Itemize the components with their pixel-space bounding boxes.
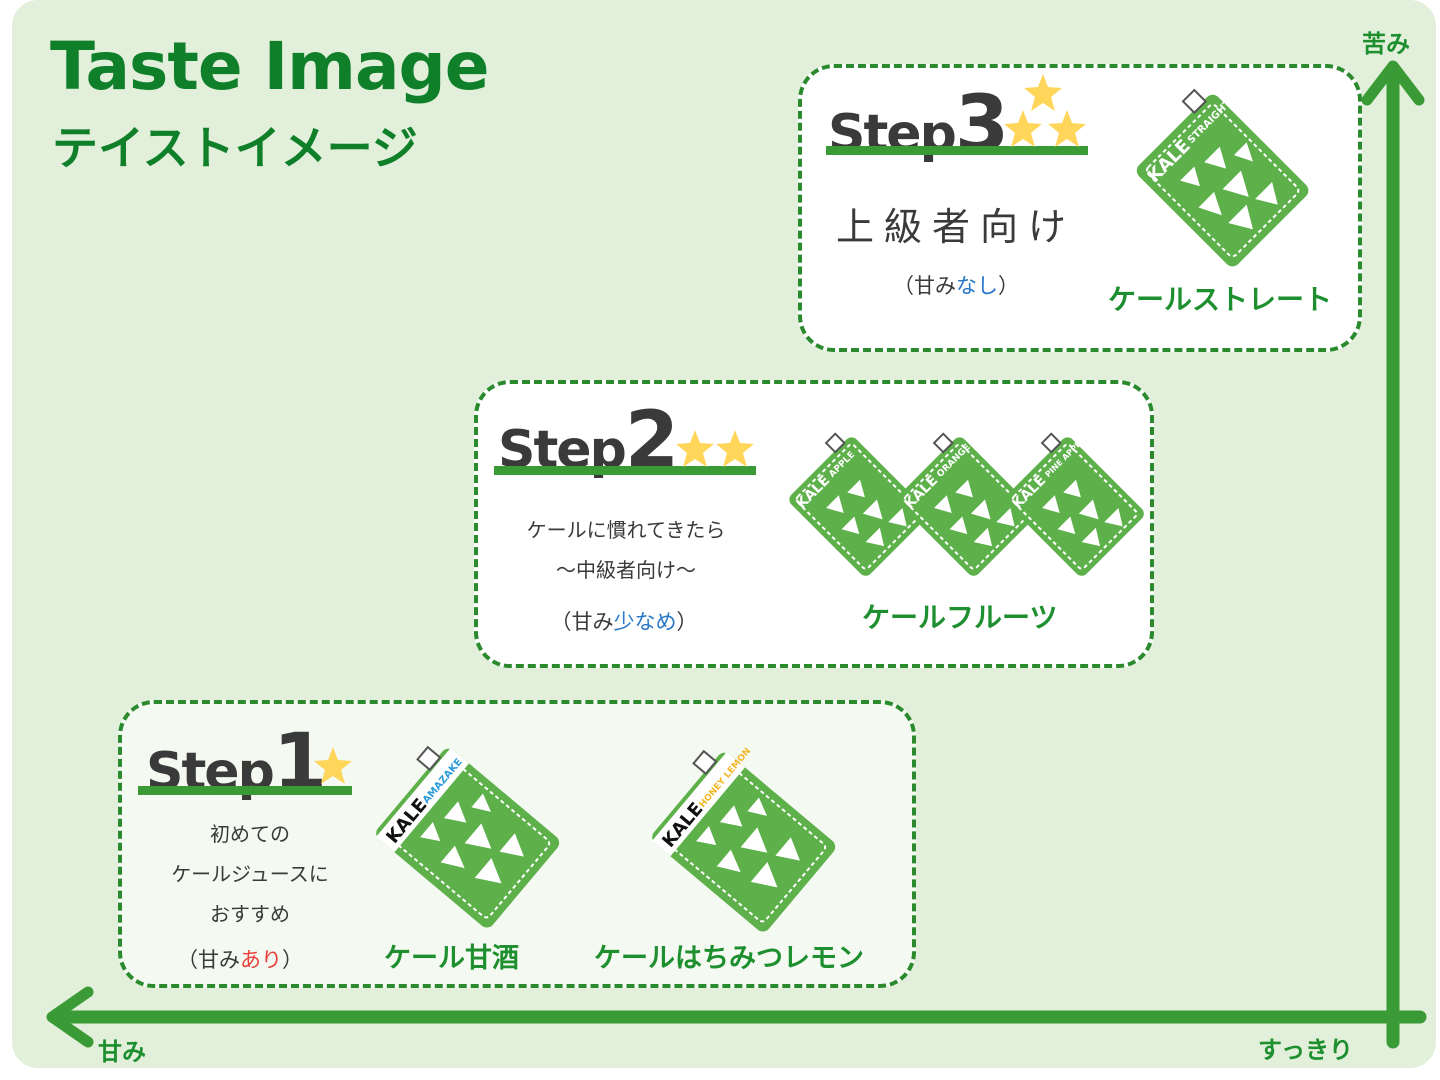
step2-sweet-open: （甘み — [550, 610, 614, 634]
step2-sweet-highlight: 少なめ — [613, 610, 677, 634]
package-honey-lemon: KALE HONEY LEMON — [652, 746, 836, 936]
step1-sweet-close: ） — [282, 948, 303, 972]
step1-underline — [138, 786, 352, 795]
package-amazake: KALE AMAZAKE — [376, 745, 560, 932]
step3-heading: Step3 — [828, 80, 1009, 170]
step3-description: 上級者向け — [836, 196, 1076, 251]
step1-desc-line-1: 初めての — [210, 822, 290, 846]
step1-sweetness: （甘みあり） — [150, 944, 330, 974]
step3-star-icon-3 — [1048, 110, 1086, 147]
package-orange: KALE ORANGE — [897, 432, 1038, 586]
step1-description: 初めての ケールジュースに おすすめ — [150, 814, 350, 934]
package-straight: KALE STRAIGHT — [1134, 88, 1314, 276]
title-english: Taste Image — [50, 28, 489, 105]
step3-number: 3 — [954, 80, 1009, 170]
step3-desc-line-1: 上級者向け — [836, 205, 1077, 249]
step2-desc-line-2: 〜中級者向け〜 — [556, 558, 696, 582]
step3-sweetness: （甘みなし） — [866, 270, 1046, 300]
step1-sweet-open: （甘み — [177, 948, 240, 972]
step1-sweet-highlight: あり — [240, 948, 282, 972]
title-japanese: テイストイメージ — [52, 121, 418, 175]
step2-underline — [494, 466, 756, 475]
x-axis-arrowhead — [46, 986, 94, 1048]
product-name-amazake: ケール甘酒 — [384, 943, 519, 974]
package-apple: KALE APPLE — [789, 432, 930, 586]
step3-star-icon-2 — [1004, 110, 1042, 147]
y-axis-label-bitter: 苦み — [1362, 30, 1410, 58]
step2-desc-line-1: ケールに慣れてきたら — [526, 518, 726, 542]
product-name-straight: ケールストレート — [1108, 283, 1333, 316]
step3-sweet-close: ） — [998, 274, 1019, 298]
step3-underline — [826, 146, 1088, 155]
step3-star-icon-1 — [1024, 74, 1062, 111]
step1-star-icon — [314, 747, 352, 784]
step3-sweet-highlight: なし — [956, 274, 998, 298]
step2-star-icon-1 — [676, 430, 714, 467]
y-axis-arrowhead — [1361, 60, 1425, 106]
product-name-fruit: ケールフルーツ — [862, 601, 1058, 634]
step1-desc-line-2: ケールジュースに — [171, 862, 329, 886]
step1-desc-line-3: おすすめ — [210, 902, 290, 926]
product-name-honey-lemon: ケールはちみつレモン — [594, 943, 864, 974]
step2-description: ケールに慣れてきたら 〜中級者向け〜 — [494, 510, 758, 590]
step2-star-icon-2 — [716, 430, 754, 467]
x-axis-label-refreshing: すっきり — [1258, 1036, 1354, 1064]
step3-word: Step — [828, 104, 957, 164]
step2-sweet-close: ） — [676, 610, 698, 634]
x-axis-label-sweet: 甘み — [98, 1038, 146, 1066]
step2-sweetness: （甘み少なめ） — [524, 606, 724, 636]
step3-sweet-open: （甘み — [893, 274, 956, 298]
package-pineapple: KALE PINE APPLE — [1005, 432, 1146, 586]
